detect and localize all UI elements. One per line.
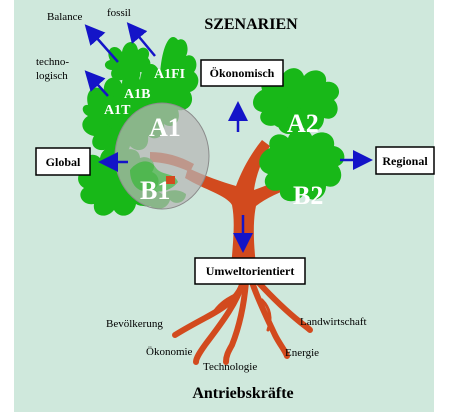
- box-global: Global: [36, 148, 90, 175]
- diagram-title: SZENARIEN: [204, 16, 298, 33]
- box-regional: Regional: [376, 147, 434, 174]
- scenario-a1fi: A1FI: [154, 67, 185, 82]
- root-bevoelkerung: Bevölkerung: [106, 318, 163, 330]
- box-umwelt-label: Umweltorientiert: [206, 264, 295, 278]
- label-technologisch-line1: techno-: [36, 56, 69, 68]
- label-fossil: fossil: [107, 7, 131, 19]
- root-landwirtschaft: Landwirtschaft: [300, 316, 367, 328]
- box-oekonomisch-label: Ökonomisch: [210, 66, 275, 80]
- scenario-a1t: A1T: [104, 103, 131, 118]
- root-technologie: Technologie: [203, 361, 257, 373]
- label-technologisch-line2: logisch: [36, 70, 68, 82]
- scenario-b1: B1: [140, 176, 170, 205]
- arrow-balance: [88, 28, 118, 62]
- box-umwelt: Umweltorientiert: [195, 258, 305, 284]
- box-oekonomisch: Ökonomisch: [201, 60, 283, 86]
- box-regional-label: Regional: [382, 154, 428, 168]
- root-energie: Energie: [285, 347, 319, 359]
- scenario-a1: A1: [149, 113, 181, 142]
- box-global-label: Global: [46, 155, 81, 169]
- label-balance: Balance: [47, 11, 83, 23]
- scenario-a1b: A1B: [124, 87, 150, 102]
- scenario-b2: B2: [293, 181, 323, 210]
- root-oekonomie: Ökonomie: [146, 346, 193, 358]
- footer-caption: Antriebskräfte: [192, 385, 293, 402]
- scenario-a2: A2: [287, 109, 319, 138]
